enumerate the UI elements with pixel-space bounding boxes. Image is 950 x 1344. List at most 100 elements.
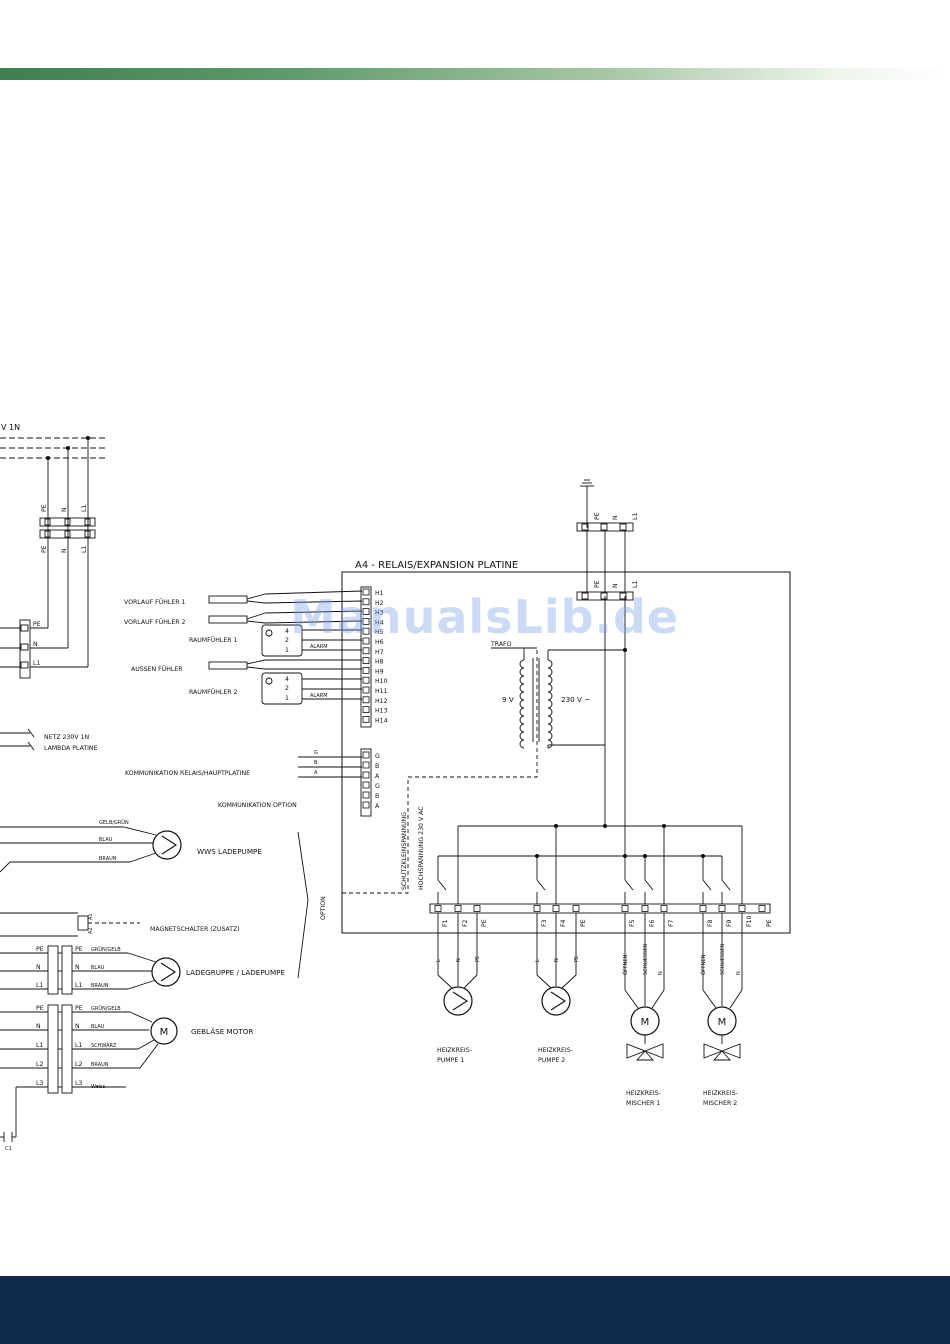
wws-wire-1: GELB/GRÜN bbox=[99, 819, 129, 826]
f-terminal-label: PE bbox=[580, 919, 587, 927]
h-terminal bbox=[362, 588, 370, 596]
geb-wire-4: BRAUN bbox=[91, 1062, 109, 1068]
geb-left-l1: L1 bbox=[36, 1042, 43, 1049]
geb-motor-letter: M bbox=[160, 1027, 169, 1038]
schutz-label: SCHUTZKLEINSPANNUNG bbox=[401, 812, 408, 890]
h-terminal-label: H12 bbox=[375, 698, 388, 705]
h-terminal bbox=[362, 647, 370, 655]
f-terminal-label: F9 bbox=[726, 919, 733, 927]
heizkreis-pumpe-2-icon bbox=[541, 986, 571, 1016]
raum2-dial: 4 2 1 bbox=[285, 676, 289, 702]
svg-text:ÖFFNEN: ÖFFNEN bbox=[700, 954, 707, 975]
h-terminal-label: H11 bbox=[375, 688, 388, 695]
geb-right-n: N bbox=[75, 1023, 80, 1030]
alarm2-label: ALARM bbox=[310, 693, 328, 699]
magnet-label: MAGNETSCHALTER (ZUSATZ) bbox=[150, 926, 240, 933]
term-pe-label: PE bbox=[33, 621, 41, 628]
gba-terminal-label: B bbox=[375, 793, 379, 800]
h-terminal bbox=[362, 716, 370, 723]
netz-label: NETZ 230V 1N bbox=[44, 734, 89, 741]
svg-text:2: 2 bbox=[285, 685, 289, 692]
lade-pump-icon bbox=[151, 957, 181, 987]
f-terminal-label: F1 bbox=[442, 919, 449, 927]
mains-n: N bbox=[612, 515, 619, 520]
pumpe1-label-1: HEIZKREIS- bbox=[437, 1047, 472, 1054]
f-terminal-label: F5 bbox=[629, 919, 636, 927]
mischer-2-motor-icon bbox=[707, 1006, 737, 1036]
lambda-label: LAMBDA PLATINE bbox=[44, 745, 98, 752]
svg-text:ÖFFNEN: ÖFFNEN bbox=[622, 954, 629, 975]
geblaese-motor-icon bbox=[150, 1017, 178, 1045]
h-terminal bbox=[362, 627, 370, 635]
svg-text:PE: PE bbox=[574, 956, 580, 962]
f-terminal bbox=[434, 905, 442, 912]
h-terminal bbox=[362, 706, 370, 713]
geb-right-pe: PE bbox=[75, 1005, 83, 1012]
h-terminal bbox=[362, 667, 370, 674]
lade-wire-1: GRÜN/GELB bbox=[91, 946, 121, 953]
gba-terminal bbox=[362, 761, 370, 769]
aussen-label: AUSSEN FÜHLER bbox=[131, 664, 183, 673]
lade-left-n: N bbox=[36, 964, 41, 971]
f-terminal-label: F3 bbox=[541, 919, 548, 927]
f-terminal bbox=[738, 905, 746, 912]
raum2-label: RAUMFÜHLER 2 bbox=[189, 687, 238, 696]
f-terminal-label: PE bbox=[481, 919, 488, 927]
svg-text:L1: L1 bbox=[81, 546, 88, 553]
term-n-label: N bbox=[33, 641, 38, 648]
f-terminal bbox=[621, 905, 629, 912]
svg-text:PE: PE bbox=[475, 956, 481, 962]
header-gradient-band bbox=[0, 68, 950, 80]
mischer-1-motor-icon bbox=[630, 1006, 660, 1036]
f-terminal bbox=[473, 905, 481, 912]
wiring-schematic: V 1N PE N L1 PE N L1 PE N L1 NETZ 230V 1… bbox=[0, 423, 791, 1152]
mischer2-motor-letter: M bbox=[718, 1017, 727, 1028]
magnet-pin-a2: A2 bbox=[88, 927, 94, 934]
h-terminal bbox=[362, 657, 370, 664]
f-terminal bbox=[641, 905, 649, 912]
f-terminal-label: F4 bbox=[560, 919, 567, 927]
geb-right-l1: L1 bbox=[75, 1042, 82, 1049]
komm-b: B bbox=[314, 760, 318, 766]
gba-terminal-label: G bbox=[375, 783, 380, 790]
f-terminal bbox=[758, 905, 766, 912]
kommunikation-option-label: KOMMUNIKATION OPTION bbox=[218, 802, 297, 809]
raum1-dial: 4 2 1 bbox=[285, 628, 289, 654]
footer-band bbox=[0, 1276, 950, 1344]
pumpe2-label-2: PUMPE 2 bbox=[538, 1057, 565, 1064]
svg-text:PE: PE bbox=[41, 504, 48, 512]
lade-right-n: N bbox=[75, 964, 80, 971]
hoch-label: HOCHSPANNUNG 230 V AC bbox=[418, 806, 425, 890]
wws-pump-wiring bbox=[0, 826, 157, 873]
wws-wire-3: BRAUN bbox=[99, 856, 117, 862]
gba-terminal bbox=[362, 751, 370, 759]
gba-terminal-label: A bbox=[375, 773, 380, 780]
trafo-label: TRAFO bbox=[490, 641, 512, 648]
h-terminal-label: H10 bbox=[375, 678, 388, 685]
f-terminal-label: PE bbox=[766, 919, 773, 927]
svg-text:L1: L1 bbox=[81, 505, 88, 512]
inner-n: N bbox=[612, 583, 619, 588]
geb-wire-1: GRÜN/GELB bbox=[91, 1005, 121, 1012]
svg-text:1: 1 bbox=[285, 695, 289, 702]
gba-terminal-label: G bbox=[375, 753, 380, 760]
lade-right-l1: L1 bbox=[75, 982, 82, 989]
watermark-text: ManualsLib.de bbox=[290, 590, 680, 644]
f-terminal bbox=[718, 905, 726, 912]
gba-terminal-label: A bbox=[375, 803, 380, 810]
f-terminal bbox=[533, 905, 541, 912]
mains-pe: PE bbox=[594, 512, 601, 520]
h-terminal bbox=[362, 618, 370, 625]
lade-wire-2: BLAU bbox=[91, 965, 105, 971]
wws-wire-2: BLAU bbox=[99, 837, 113, 843]
trafo-9v: 9 V bbox=[502, 695, 514, 704]
geb-right-l2: L2 bbox=[75, 1061, 82, 1068]
top-terminal-labels: PE N L1 PE N L1 bbox=[41, 504, 88, 553]
lade-left-pe: PE bbox=[36, 946, 44, 953]
vorlauf1-label: VORLAUF FÜHLER 1 bbox=[124, 597, 186, 606]
svg-text:N: N bbox=[736, 971, 742, 975]
h-terminal-label: H13 bbox=[375, 708, 388, 715]
